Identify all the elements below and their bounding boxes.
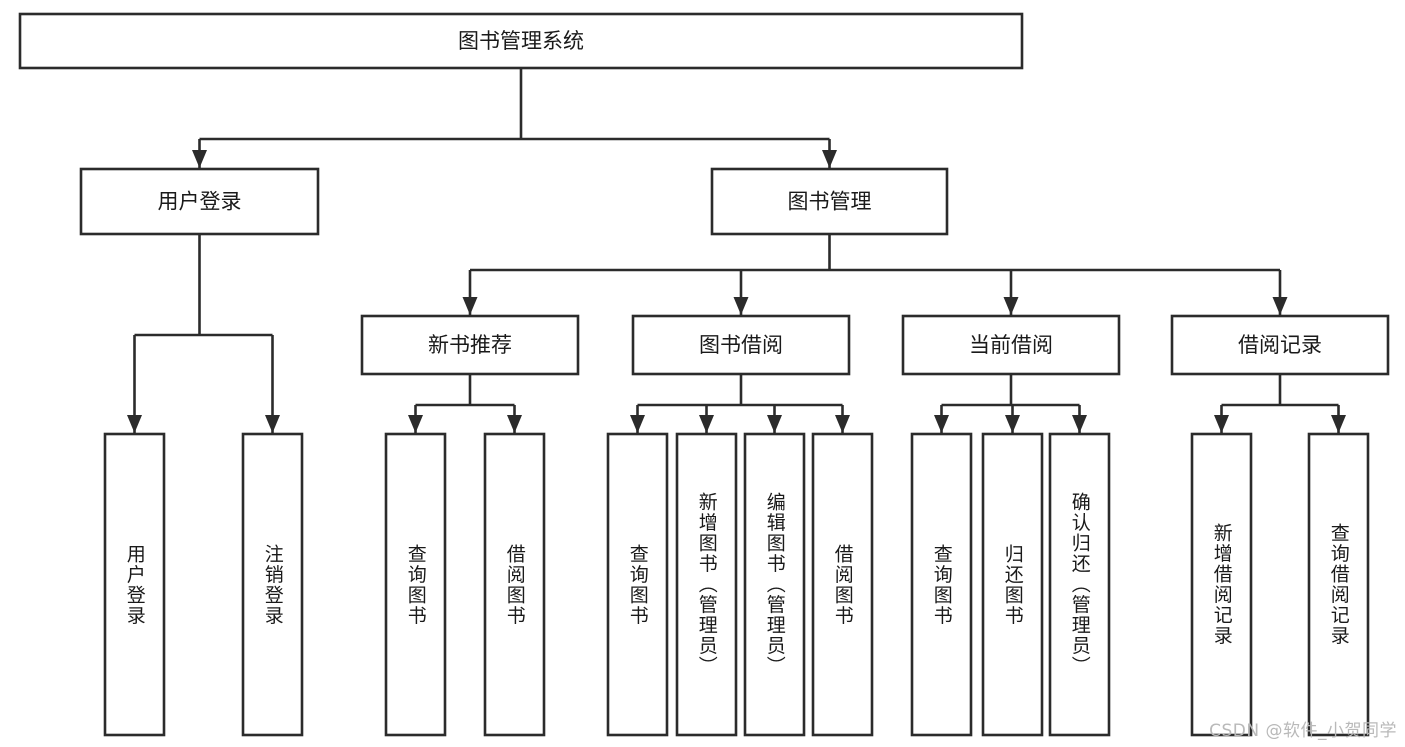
node-box-new-book-recommend[interactable] — [360, 314, 580, 376]
node-box-borrow-record[interactable] — [1170, 314, 1390, 376]
node-root-label: 图书管理系统 — [458, 29, 584, 53]
node-box-book-borrow[interactable] — [631, 314, 851, 376]
node-box-leaf-add-record[interactable] — [1190, 432, 1253, 737]
node-box-leaf-borrow-book-1[interactable] — [483, 432, 546, 737]
node-box-leaf-query-book-3[interactable] — [910, 432, 973, 737]
node-root-box[interactable] — [18, 12, 1024, 70]
node-box-leaf-confirm-return[interactable] — [1048, 432, 1111, 737]
node-box-user-login[interactable] — [79, 167, 320, 236]
node-label-book-borrow: 图书借阅 — [699, 333, 783, 357]
node-label-user-login: 用户登录 — [158, 190, 242, 214]
node-label-borrow-record: 借阅记录 — [1238, 333, 1322, 357]
node-box-leaf-query-book-2[interactable] — [606, 432, 669, 737]
node-label-current-borrow: 当前借阅 — [969, 333, 1053, 357]
watermark-text: CSDN @软件_小贺同学 — [1209, 721, 1397, 741]
node-label-book-manage: 图书管理 — [788, 190, 872, 214]
node-box-leaf-edit-book[interactable] — [743, 432, 806, 737]
boxes-layer — [18, 12, 1390, 737]
node-box-leaf-user-login[interactable] — [103, 432, 166, 737]
node-box-leaf-query-book-1[interactable] — [384, 432, 447, 737]
node-label-new-book-recommend: 新书推荐 — [428, 333, 512, 357]
node-box-book-manage[interactable] — [710, 167, 949, 236]
node-box-leaf-add-book[interactable] — [675, 432, 738, 737]
connectors-layer — [127, 68, 1346, 433]
node-box-leaf-borrow-book-2[interactable] — [811, 432, 874, 737]
node-box-current-borrow[interactable] — [901, 314, 1121, 376]
node-box-leaf-return-book[interactable] — [981, 432, 1044, 737]
node-box-leaf-logout[interactable] — [241, 432, 304, 737]
node-box-leaf-query-record[interactable] — [1307, 432, 1370, 737]
